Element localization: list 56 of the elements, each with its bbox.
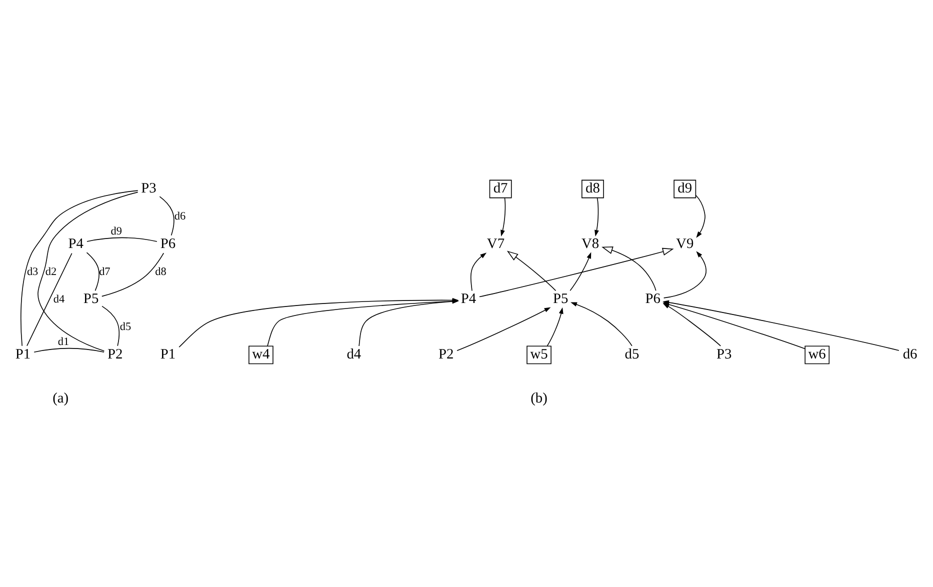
edge-label: d5 (120, 320, 132, 333)
node-text: P3 (141, 180, 156, 196)
node-text: P4 (68, 235, 84, 252)
label: (b) (530, 390, 548, 406)
arrow (570, 302, 632, 346)
node-text: V7 (486, 235, 505, 252)
label: (a) (52, 390, 69, 406)
arrow (479, 247, 674, 297)
node-box: d8 (582, 179, 604, 198)
node-text: P5 (83, 290, 99, 307)
arrow (546, 306, 564, 346)
arrow (570, 252, 592, 290)
node-box: w6 (804, 345, 830, 364)
edge-label: d8 (155, 265, 166, 278)
node-text: d4 (346, 346, 362, 362)
connector (102, 305, 120, 346)
edge-label: d9 (110, 225, 122, 238)
connector (102, 252, 164, 296)
node-text: P6 (160, 235, 176, 252)
arrow (456, 306, 551, 350)
arrow (506, 250, 556, 291)
edge-label: d3 (26, 265, 38, 278)
arrow (500, 197, 506, 236)
arrow (663, 250, 706, 298)
arrow (470, 252, 487, 291)
connector (20, 190, 138, 346)
node-text: P1 (15, 346, 31, 362)
node-text: d6 (902, 346, 918, 362)
edge-label: d7 (99, 265, 110, 278)
connector (34, 347, 104, 352)
node-text: P5 (553, 290, 568, 307)
node-text: V9 (676, 235, 694, 252)
node-text: P2 (107, 346, 123, 362)
node-text: P6 (645, 290, 660, 307)
edge-label: d2 (45, 265, 57, 278)
arrow (696, 194, 706, 238)
node-box: w4 (248, 345, 274, 364)
connector (38, 191, 138, 351)
node-text: P2 (438, 346, 454, 362)
node-text: V8 (582, 235, 600, 252)
arrow (594, 197, 599, 236)
node-box: d9 (674, 179, 696, 198)
node-text: d5 (624, 346, 640, 362)
node-box: d7 (489, 179, 512, 198)
node-text: P4 (460, 290, 476, 307)
edge-label: d1 (58, 336, 70, 348)
node-text: P1 (160, 346, 176, 362)
edge-label: d6 (174, 210, 186, 222)
connector (26, 252, 72, 346)
node-text: P3 (716, 346, 732, 362)
connector (86, 236, 158, 242)
node-box: w5 (526, 345, 552, 364)
connector (86, 252, 100, 291)
connector (159, 196, 174, 236)
arrow (602, 246, 656, 291)
edge-label: d4 (53, 293, 65, 306)
